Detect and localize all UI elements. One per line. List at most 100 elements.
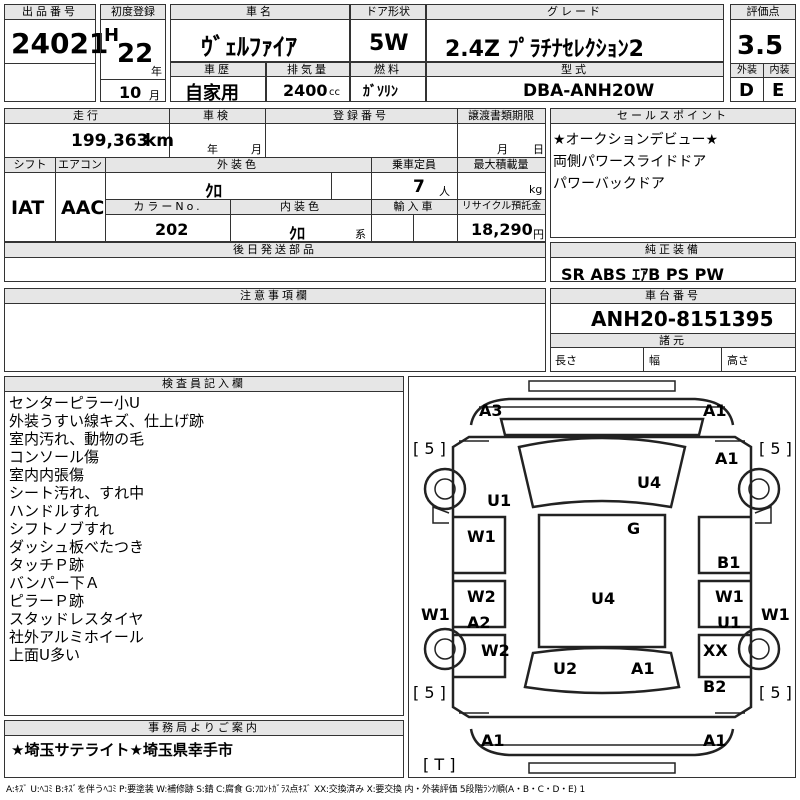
damage-mark-b1: B1 [717, 553, 741, 572]
chassis-number: ANH20-8151395 [591, 307, 774, 331]
inspector-note: タッチＰ跡 [9, 556, 85, 574]
mileage-unit: km [145, 131, 175, 151]
recycle-unit: 円 [533, 228, 544, 241]
damage-mark-a2: A2 [467, 613, 491, 632]
length-label: 長さ [555, 354, 577, 367]
damage-mark-u1-right: U1 [717, 613, 742, 632]
tire-front-right: [ 5 ] [759, 439, 792, 458]
later-parts-label: 後日発送部品 [5, 243, 545, 258]
inspector-note: センターピラー小U [9, 394, 140, 412]
car-name-box: 車名 ｳﾞｪﾙﾌｧｲｱ [170, 4, 350, 62]
damage-mark-w1-left: W1 [467, 527, 496, 546]
capacity-label: 乗車定員 [371, 158, 457, 173]
inspector-notes-list: センターピラー小U 外装うすい線キズ、仕上げ跡 室内汚れ、動物の毛 コンソール傷… [9, 394, 204, 664]
registration-year: 22 [117, 39, 154, 69]
displacement: 2400 [283, 81, 328, 100]
office-text: ★埼玉サテライト★埼玉県幸手市 [11, 741, 233, 759]
damage-mark-xx: XX [703, 641, 728, 660]
first-registration-box: 初度登録 H 22 年 10 月 [100, 4, 166, 102]
damage-mark-b2: B2 [703, 677, 727, 696]
car-name: ｳﾞｪﾙﾌｧｲｱ [201, 33, 297, 61]
damage-mark-u4-top: U4 [637, 473, 662, 492]
fuel-box: 燃料 ｶﾞｿﾘﾝ [350, 62, 426, 102]
recycle-label: リサイクル預託金 [458, 200, 545, 215]
equipment-list: SR ABS ｴｱB PS PW [561, 265, 725, 284]
inspector-note: ピラーＰ跡 [9, 592, 85, 610]
width-label: 幅 [649, 354, 660, 367]
interior-color-label: 内装色 [231, 200, 371, 215]
transfer-day-unit: 日 [533, 143, 544, 156]
max-load-unit: kg [529, 183, 543, 196]
inspection-month-unit: 月 [251, 143, 262, 156]
caution-box: 注意事項欄 [4, 288, 546, 372]
exterior-grade: D [739, 80, 754, 101]
max-load-label: 最大積載量 [457, 158, 545, 173]
inspector-note: ダッシュ板べたつき [9, 538, 145, 556]
registration-number-label: 登録番号 [265, 109, 457, 124]
transfer-month-unit: 月 [497, 143, 508, 156]
score-label: 評価点 [731, 5, 795, 20]
door-box: ドア形状 5W [350, 4, 426, 62]
grade: 2.4Z ﾌﾟﾗﾁﾅｾﾚｸｼｮﾝ2 [445, 37, 644, 62]
damage-mark-w2-lower: W2 [481, 641, 510, 660]
damage-mark-w1-left-outer: W1 [421, 605, 450, 624]
damage-mark-u2: U2 [553, 659, 578, 678]
inspection-label: 車検 [169, 109, 265, 124]
damage-mark-w1-right: W1 [715, 587, 744, 606]
sales-point: パワーバックドア [553, 176, 665, 192]
tire-rear-left: [ 5 ] [413, 683, 446, 702]
lot-number-label: 出品番号 [5, 5, 95, 20]
score: 3.5 [737, 31, 784, 61]
inspector-note: 室内汚れ、動物の毛 [9, 430, 145, 448]
history-box: 車歴 自家用 [170, 62, 266, 104]
tire-front-left: [ 5 ] [413, 439, 446, 458]
capacity-unit: 人 [439, 185, 450, 198]
exterior-label: 外装 [731, 64, 763, 78]
aircon: AAC [61, 197, 105, 219]
inspector-notes-label: 検査員記入欄 [5, 377, 403, 392]
inspection-year-unit: 年 [207, 143, 218, 156]
damage-mark-u1-left: U1 [487, 491, 512, 510]
interior-color-suffix: 系 [355, 228, 366, 241]
model-box: 型式 DBA-ANH20W [426, 62, 724, 102]
damage-mark-a1-lower: A1 [631, 659, 655, 678]
month-unit: 月 [149, 89, 160, 102]
height-label: 高さ [727, 354, 749, 367]
interior-grade: E [772, 80, 785, 101]
inspector-note: 室内内張傷 [9, 466, 85, 484]
exterior-color: ｸﾛ [205, 182, 222, 202]
chassis-box: 車台番号 ANH20-8151395 諸元 長さ 幅 高さ [550, 288, 796, 372]
lot-number-box: 出品番号 24021 [4, 4, 108, 102]
era: H [104, 25, 120, 46]
inspector-note: 社外アルミホイール [9, 628, 144, 646]
sales-points-list: ★オークションデビュー★ 両側パワースライドドア パワーバックドア [553, 129, 718, 195]
grade-box: グレード 2.4Z ﾌﾟﾗﾁﾅｾﾚｸｼｮﾝ2 [426, 4, 724, 62]
door-type: 5W [369, 31, 409, 56]
damage-mark-w1-right-outer: W1 [761, 605, 790, 624]
door-label: ドア形状 [351, 5, 425, 20]
inspector-note: スタッドレスタイヤ [9, 610, 144, 628]
inspector-note: 外装うすい線キズ、仕上げ跡 [9, 412, 205, 430]
inspector-note: シフトノブすれ [9, 520, 115, 538]
fuel-label: 燃料 [351, 63, 425, 77]
equipment-label: 純正装備 [551, 243, 795, 258]
fuel: ｶﾞｿﾘﾝ [363, 84, 398, 100]
model: DBA-ANH20W [523, 81, 655, 101]
sales-point: 両側パワースライドドア [553, 154, 707, 170]
history: 自家用 [185, 83, 239, 104]
displacement-unit: cc [329, 87, 340, 98]
capacity: 7 [413, 177, 425, 197]
aircon-label: エアコン [55, 158, 105, 173]
caution-label: 注意事項欄 [5, 289, 545, 304]
car-name-label: 車名 [171, 5, 349, 20]
color-number: 202 [155, 220, 189, 239]
year-unit: 年 [151, 65, 162, 78]
interior-label: 内装 [764, 64, 795, 78]
inspector-note: コンソール傷 [9, 448, 100, 466]
damage-mark-a1-bottom-right: A1 [703, 731, 727, 750]
legend: A:ｷｽﾞ U:ﾍｺﾐ B:ｷｽﾞを伴うﾍｺﾐ P:要塗装 W:補修跡 S:錆 … [6, 785, 585, 795]
transfer-deadline-label: 譲渡書類期限 [457, 109, 545, 124]
sales-point: ★オークションデビュー★ [553, 132, 719, 148]
displacement-label: 排気量 [267, 63, 349, 77]
exterior-color-label: 外装色 [105, 158, 371, 173]
